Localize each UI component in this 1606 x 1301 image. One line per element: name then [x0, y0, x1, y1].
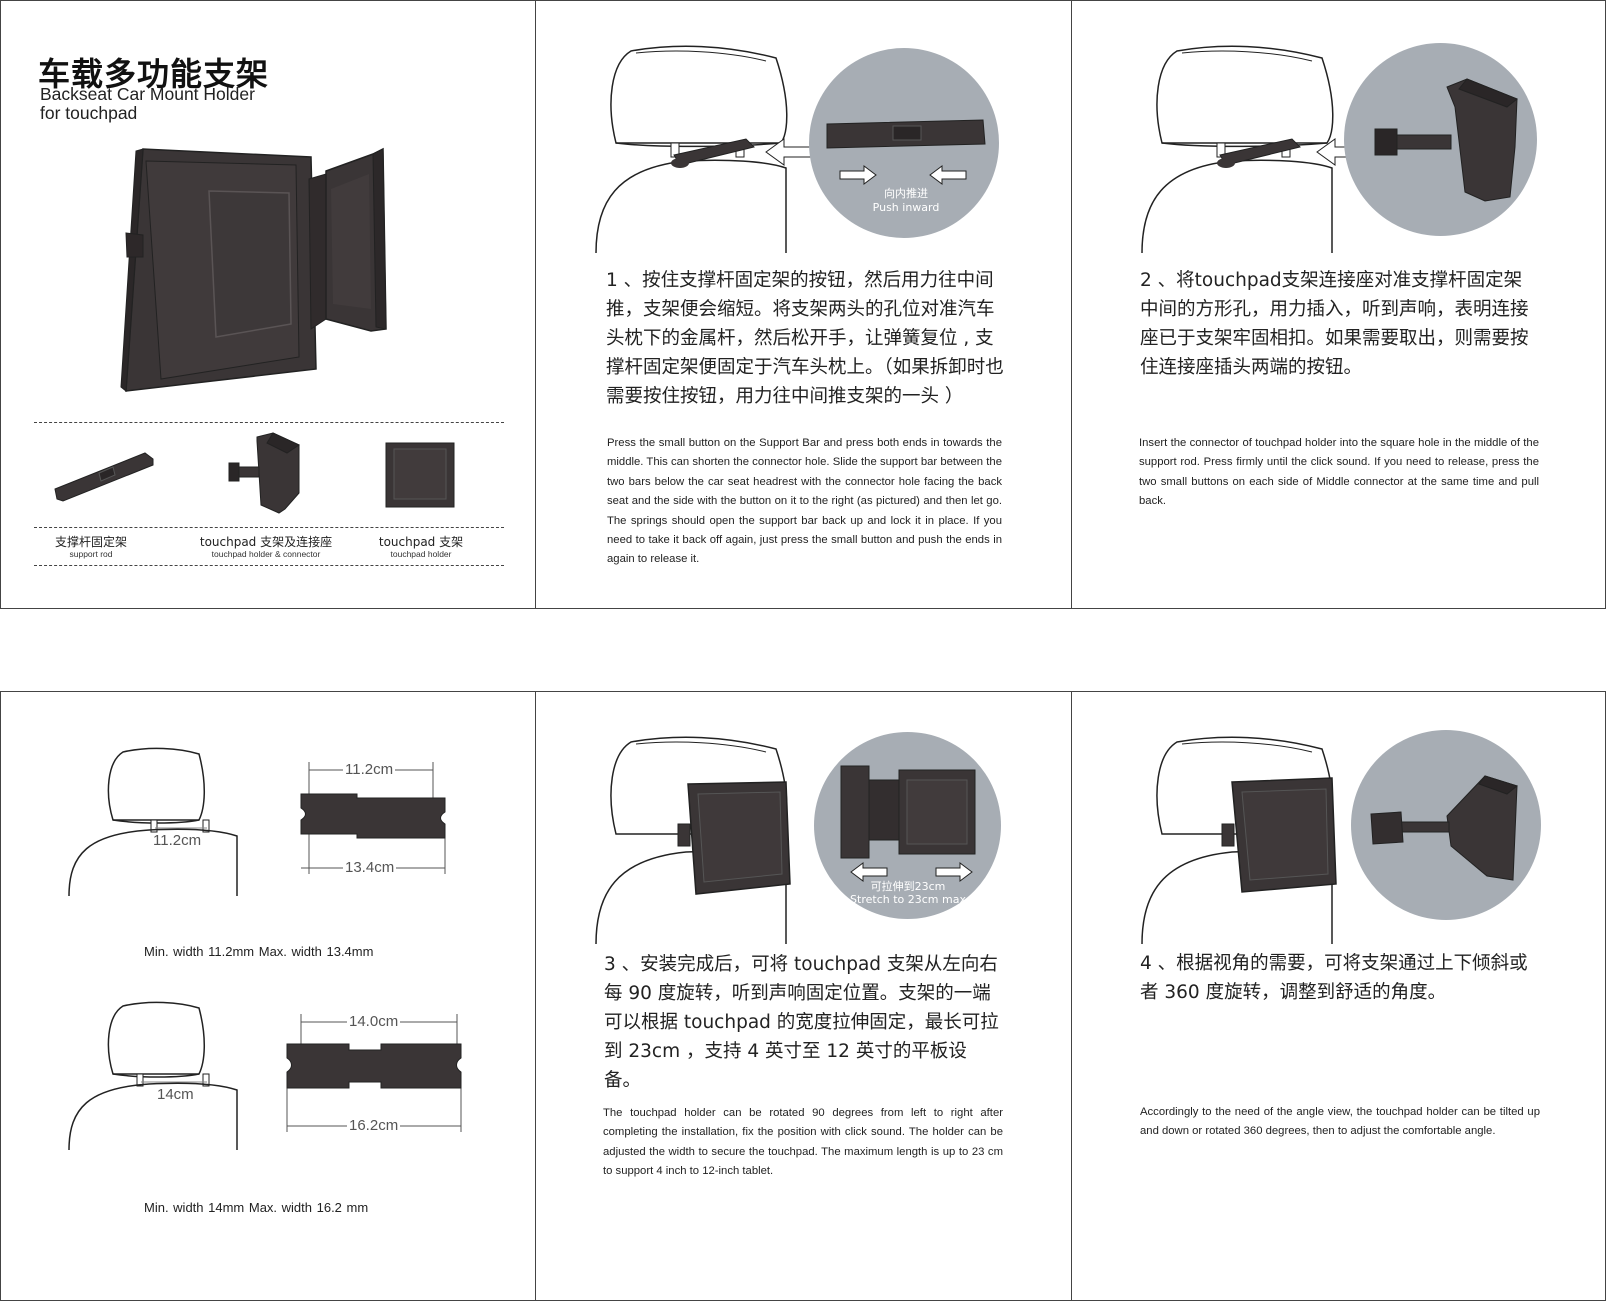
headrest-small-illustration-1: [68, 747, 238, 897]
part-label-support-rod: 支撑杆固定架: [54, 535, 127, 549]
step-3-text-en: The touchpad holder can be rotated 90 de…: [603, 1107, 1003, 1178]
divider-top: [34, 422, 504, 423]
callout-label-cn: 可拉伸到23cm: [870, 880, 946, 893]
step-2-text-en: Insert the connector of touchpad holder …: [1139, 437, 1539, 508]
push-arrows: [839, 165, 967, 185]
headrest-illustration: [1141, 45, 1334, 254]
headrest-small-illustration-2: [68, 1001, 238, 1151]
divider-middle: [34, 527, 504, 528]
part-sublabel-touchpad-holder: touchpad holder: [390, 549, 452, 559]
dim-max-2: 16.2cm: [347, 1117, 401, 1134]
panel-step-1: 向内推进 Push inward 1 、按住支撑杆固定架的按钮，然后用力往中间推…: [535, 0, 1072, 609]
headrest-with-tablet-illustration: [1141, 736, 1337, 945]
part-sublabel-support-rod: support rod: [69, 549, 113, 559]
callout-label-cn: 向内推进: [884, 187, 928, 200]
dimension-caption-2: Min. width 14mm Max. width 16.2 mm: [144, 1200, 369, 1215]
part-sublabel-holder-connector: touchpad holder & connector: [211, 549, 321, 559]
support-bar-closeup: [826, 119, 986, 149]
holder-connector-icon: [228, 432, 301, 514]
headrest-illustration: [595, 45, 788, 254]
tilted-holder-closeup: [1370, 775, 1519, 881]
stretched-holder-closeup: [840, 765, 976, 859]
touchpad-holder-icon: [385, 442, 455, 508]
support-rod-icon: [54, 452, 154, 502]
dim-max-1: 13.4cm: [343, 859, 397, 876]
dim-gap-2: 14cm: [157, 1086, 194, 1103]
callout-label-en: Stretch to 23cm max: [850, 893, 966, 906]
part-label-touchpad-holder: touchpad 支架: [378, 535, 464, 549]
panel-step-4: 4 、根据视角的需要，可将支架通过上下倾斜或者 360 度旋转，调整到舒适的角度…: [1071, 691, 1606, 1301]
callout-label-en: Push inward: [872, 201, 940, 214]
product-illustration: [120, 147, 387, 392]
step-4-text-en: Accordingly to the need of the angle vie…: [1140, 1106, 1540, 1138]
step-4-text-cn: 4 、根据视角的需要，可将支架通过上下倾斜或者 360 度旋转，调整到舒适的角度…: [1140, 953, 1528, 1003]
connector-closeup: [1374, 78, 1518, 202]
dim-min-2: 14.0cm: [347, 1013, 401, 1030]
headrest-with-tablet-illustration: [595, 736, 791, 945]
step-1-text-cn: 1 、按住支撑杆固定架的按钮，然后用力往中间推，支架便会缩短。将支架两头的孔位对…: [606, 270, 1004, 407]
divider-bottom: [34, 565, 504, 566]
dim-min-1: 11.2cm: [343, 761, 396, 778]
dimension-caption-1: Min. width 11.2mm Max. width 13.4mm: [144, 944, 374, 959]
panel-step-2: 2 、将touchpad支架连接座对准支撑杆固定架中间的方形孔，用力插入，听到声…: [1071, 0, 1606, 609]
product-title-cn: 车载多功能支架: [38, 55, 270, 93]
step-2-text-cn: 2 、将touchpad支架连接座对准支撑杆固定架中间的方形孔，用力插入，听到声…: [1140, 270, 1529, 378]
product-title-en: Backseat Car Mount Holder: [40, 84, 255, 104]
product-title-en-2: for touchpad: [40, 103, 138, 123]
panel-overview: 车载多功能支架 Backseat Car Mount Holder for to…: [0, 0, 536, 609]
step-3-text-cn: 3 、安装完成后，可将 touchpad 支架从左向右每 90 度旋转，听到声响…: [604, 954, 999, 1091]
part-label-holder-connector: touchpad 支架及连接座: [199, 535, 333, 549]
dim-gap-1: 11.2cm: [153, 832, 202, 849]
panel-step-3: 可拉伸到23cm Stretch to 23cm max 3 、安装完成后，可将…: [535, 691, 1072, 1301]
step-1-text-en: Press the small button on the Support Ba…: [607, 437, 1002, 566]
panel-dimensions: 11.2cm 11.2cm 13.4cm Min. width 11.2mm M…: [0, 691, 536, 1301]
stretch-arrows: [850, 862, 973, 882]
